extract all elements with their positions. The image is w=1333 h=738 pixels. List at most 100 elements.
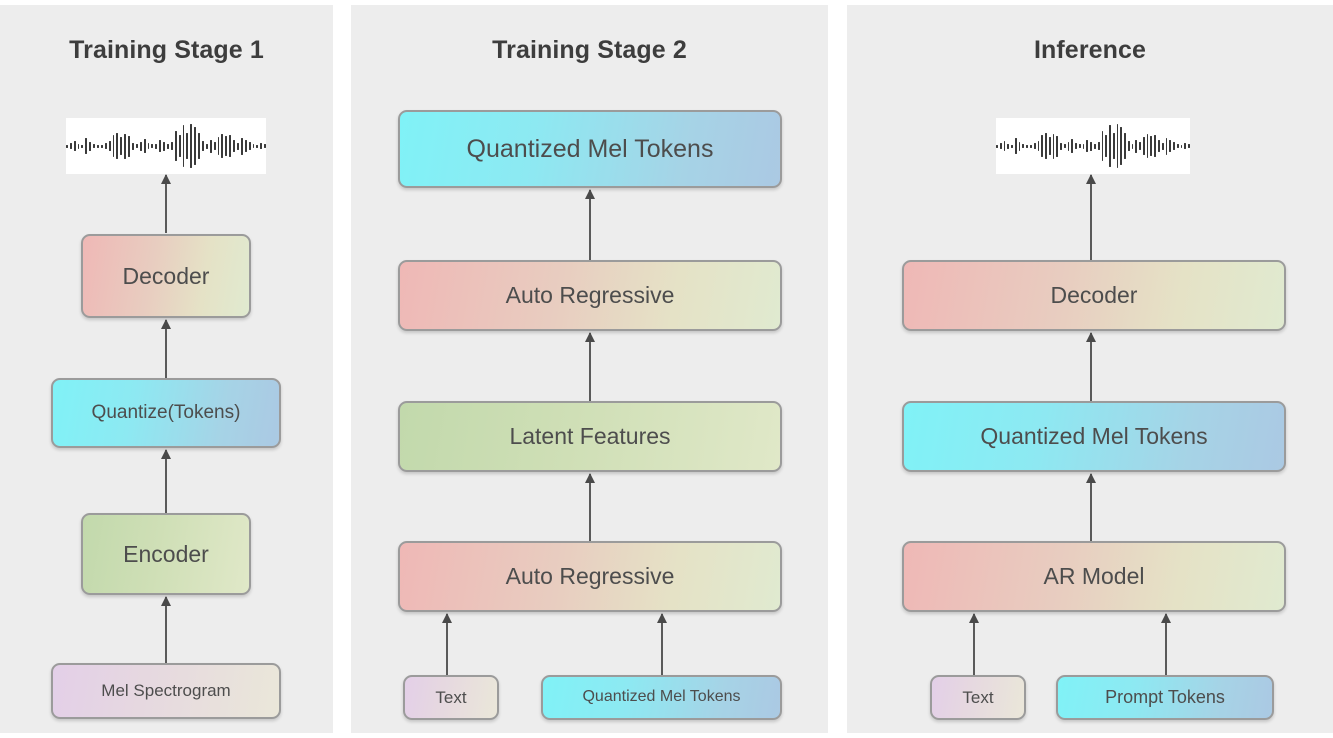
- node-ar-model-inference[interactable]: AR Model: [902, 541, 1286, 612]
- waveform-bar: [1037, 141, 1040, 151]
- waveform-bar: [124, 133, 127, 159]
- waveform-bar: [209, 139, 212, 153]
- node-prompt-tokens-inference[interactable]: Prompt Tokens: [1056, 675, 1274, 720]
- waveform-bar: [1086, 140, 1089, 152]
- waveform-bar: [244, 140, 247, 152]
- node-label-decoder-stage1: Decoder: [122, 262, 210, 289]
- waveform-bar: [151, 144, 154, 148]
- waveform-bar: [1135, 139, 1138, 153]
- waveform-bar: [1127, 141, 1130, 151]
- waveform-bar: [264, 144, 267, 148]
- waveform-bar: [1116, 124, 1119, 168]
- arrow-decoder-to-waveform-stage1: [165, 175, 167, 233]
- node-text-stage2[interactable]: Text: [403, 675, 499, 720]
- node-auto-regressive-bottom-stage2[interactable]: Auto Regressive: [398, 541, 782, 612]
- waveform-bar: [182, 125, 185, 167]
- waveform-bar: [120, 137, 123, 155]
- waveform-bar: [202, 141, 204, 151]
- waveform-bar: [131, 142, 134, 150]
- waveform-bar: [1063, 144, 1066, 148]
- waveform-bar: [221, 134, 224, 158]
- waveform-bar: [999, 143, 1002, 149]
- arrow-ar-bottom-to-latent-stage2: [589, 474, 591, 541]
- node-label-quantized-mel-tokens-output-stage2: Quantized Mel Tokens: [466, 134, 714, 163]
- waveform-bar: [116, 133, 119, 159]
- waveform-bar: [73, 141, 76, 151]
- waveform-bar: [1052, 133, 1055, 159]
- node-label-auto-regressive-bottom-stage2: Auto Regressive: [505, 563, 675, 590]
- waveform-bar: [1120, 127, 1123, 165]
- arrow-tokens-to-ar-bottom-stage2: [661, 614, 663, 675]
- waveform-bar: [1078, 144, 1081, 148]
- waveform-bar: [1056, 135, 1059, 157]
- node-decoder-stage1[interactable]: Decoder: [81, 234, 251, 318]
- arrow-text-to-ar-model-inference: [973, 614, 975, 675]
- waveform-bar: [190, 124, 193, 168]
- node-latent-features-stage2[interactable]: Latent Features: [398, 401, 782, 472]
- waveform-bar: [256, 144, 259, 148]
- waveform-bar: [1101, 131, 1104, 161]
- node-auto-regressive-top-stage2[interactable]: Auto Regressive: [398, 260, 782, 331]
- arrow-ar-top-to-tokens-stage2: [589, 190, 591, 260]
- waveform-bar: [1094, 143, 1096, 149]
- node-quantized-mel-tokens-output-stage2[interactable]: Quantized Mel Tokens: [398, 110, 782, 188]
- waveform-output-stage1: [65, 118, 267, 174]
- node-quantize-tokens-stage1[interactable]: Quantize(Tokens): [51, 378, 281, 448]
- waveform-bar: [1071, 139, 1074, 153]
- waveform-output-inference: [996, 118, 1190, 174]
- waveform-bar: [240, 137, 243, 155]
- waveform-bar: [112, 135, 115, 157]
- node-label-quantized-mel-tokens-inference: Quantized Mel Tokens: [980, 423, 1208, 450]
- waveform-bar: [1109, 125, 1111, 167]
- waveform-bar: [1150, 136, 1153, 156]
- arrow-tokens-to-decoder-inference: [1090, 333, 1092, 401]
- arrow-latent-to-ar-top-stage2: [589, 333, 591, 401]
- waveform-bar: [237, 142, 239, 150]
- waveform-bar: [1060, 142, 1062, 150]
- waveform-bar: [170, 142, 173, 150]
- waveform-bar: [178, 135, 181, 157]
- node-label-prompt-tokens-inference: Prompt Tokens: [1105, 687, 1225, 708]
- node-text-inference[interactable]: Text: [930, 675, 1026, 720]
- waveform-bar: [225, 136, 228, 156]
- waveform-bar: [1082, 143, 1085, 149]
- node-label-auto-regressive-top-stage2: Auto Regressive: [505, 282, 675, 309]
- node-encoder-stage1[interactable]: Encoder: [81, 513, 251, 595]
- waveform-bar: [996, 144, 998, 148]
- waveform-bar: [1090, 141, 1092, 151]
- waveform-bar: [143, 139, 146, 153]
- node-label-encoder-stage1: Encoder: [123, 540, 209, 567]
- waveform-bar: [1067, 141, 1070, 151]
- waveform-bar: [139, 141, 142, 151]
- waveform-bar: [96, 144, 99, 148]
- node-quantized-mel-tokens-inference[interactable]: Quantized Mel Tokens: [902, 401, 1286, 472]
- waveform-bar: [81, 144, 84, 148]
- node-label-latent-features-stage2: Latent Features: [509, 423, 671, 450]
- waveform-bar: [186, 133, 189, 159]
- waveform-bar: [163, 141, 165, 151]
- waveform-bar: [1161, 142, 1164, 150]
- waveform-bar: [229, 135, 232, 157]
- node-decoder-inference[interactable]: Decoder: [902, 260, 1286, 331]
- node-label-mel-spectrogram-stage1: Mel Spectrogram: [101, 681, 231, 701]
- waveform-bar: [69, 143, 72, 149]
- waveform-bar: [108, 141, 111, 151]
- waveform-bar: [1158, 140, 1160, 152]
- waveform-bar: [1026, 144, 1028, 148]
- node-mel-spectrogram-stage1[interactable]: Mel Spectrogram: [51, 663, 281, 719]
- waveform-bar: [1007, 143, 1010, 149]
- waveform-bar: [1014, 138, 1017, 154]
- waveform-bar: [1011, 144, 1013, 148]
- waveform-bar: [233, 140, 236, 152]
- waveform-bar: [1003, 141, 1006, 151]
- waveform-bar: [1184, 143, 1187, 149]
- waveform-bar: [1142, 137, 1145, 155]
- node-quantized-mel-tokens-input-stage2[interactable]: Quantized Mel Tokens: [541, 675, 782, 720]
- node-label-quantized-mel-tokens-input-stage2: Quantized Mel Tokens: [582, 688, 741, 706]
- waveform-bar: [85, 138, 88, 154]
- panel-training-stage-1: Training Stage 1 Decoder Quantize(Tokens…: [0, 5, 333, 733]
- waveform-bar: [1048, 137, 1051, 155]
- waveform-bar: [1105, 135, 1108, 157]
- waveform-bar: [1045, 133, 1047, 159]
- waveform-bar: [65, 144, 68, 148]
